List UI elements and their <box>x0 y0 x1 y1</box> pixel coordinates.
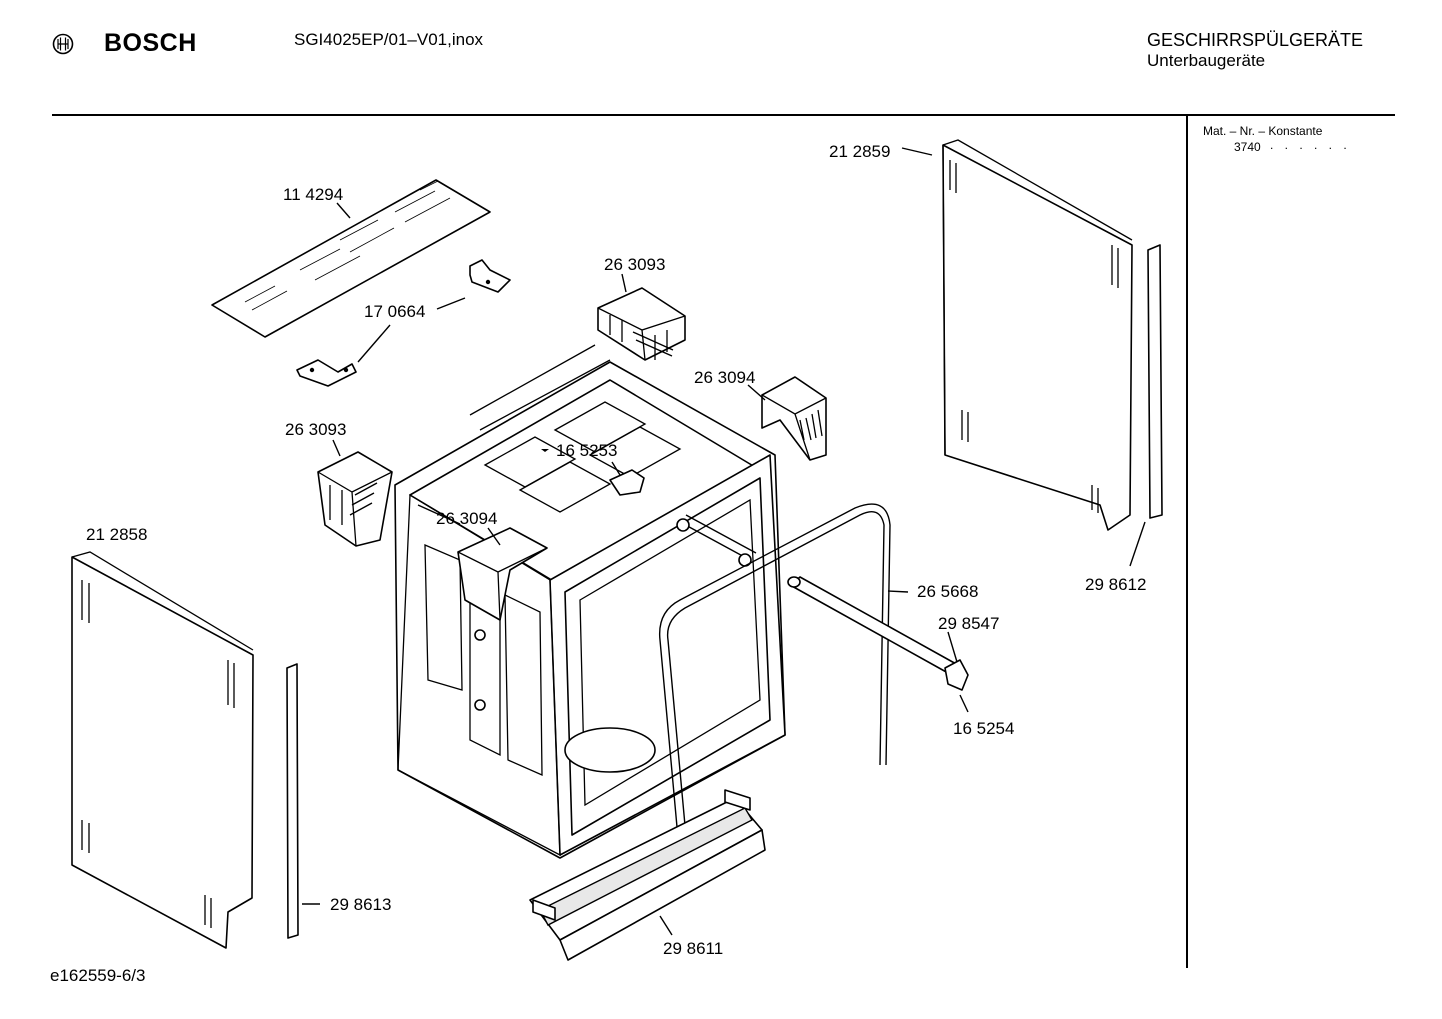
model-number: SGI4025EP/01–V01,inox <box>294 30 484 49</box>
part-label-114294: 11 4294 <box>283 185 343 204</box>
part-label-170664: 17 0664 <box>364 302 425 321</box>
part-label-263094-right: 26 3094 <box>694 368 755 387</box>
part-label-298611: 29 8611 <box>663 939 723 958</box>
part-label-298612: 29 8612 <box>1085 575 1146 594</box>
part-label-263093-left: 26 3093 <box>285 420 346 439</box>
category-subtitle: Unterbaugeräte <box>1147 51 1266 70</box>
material-number-title: Mat. – Nr. – Konstante <box>1203 124 1323 138</box>
leader-lines <box>302 147 1146 936</box>
part-263093-left-bracket <box>317 451 393 547</box>
part-170664-brackets <box>296 259 511 387</box>
part-label-165254: 16 5254 <box>953 719 1014 738</box>
part-label-263093-top: 26 3093 <box>604 255 665 274</box>
part-212859-right-panel <box>942 139 1133 531</box>
brand-name: BOSCH <box>104 29 197 57</box>
part-298612-strip <box>1147 244 1163 519</box>
category-title: GESCHIRRSPÜLGERÄTE <box>1147 30 1364 50</box>
drawing-id: e162559-6/3 <box>50 966 146 985</box>
part-263093-top-bracket <box>597 287 686 361</box>
part-263094-inner-bracket <box>457 527 548 621</box>
bosch-logo-icon <box>52 33 74 55</box>
part-label-212858: 21 2858 <box>86 525 147 544</box>
part-label-265668: 26 5668 <box>917 582 978 601</box>
material-number-dots: . . . . . . <box>1270 138 1351 152</box>
part-label-263094-inner: 26 3094 <box>436 509 497 528</box>
part-label-165253: 16 5253 <box>556 441 617 460</box>
part-114294-sheet <box>211 179 491 338</box>
dishwasher-tub <box>394 344 786 859</box>
side-panel-divider <box>1186 116 1188 968</box>
material-number-value: 3740 <box>1234 140 1261 154</box>
part-298613-strip <box>286 663 299 939</box>
part-212858-left-panel <box>71 551 254 949</box>
part-263094-right-bracket <box>761 376 827 461</box>
part-label-298547: 29 8547 <box>938 614 999 633</box>
header-divider <box>52 114 1395 116</box>
part-265668-door-seal <box>658 503 891 883</box>
part-298611-kick-plate <box>529 789 766 961</box>
part-label-298613: 29 8613 <box>330 895 391 914</box>
part-label-212859: 21 2859 <box>829 142 890 161</box>
